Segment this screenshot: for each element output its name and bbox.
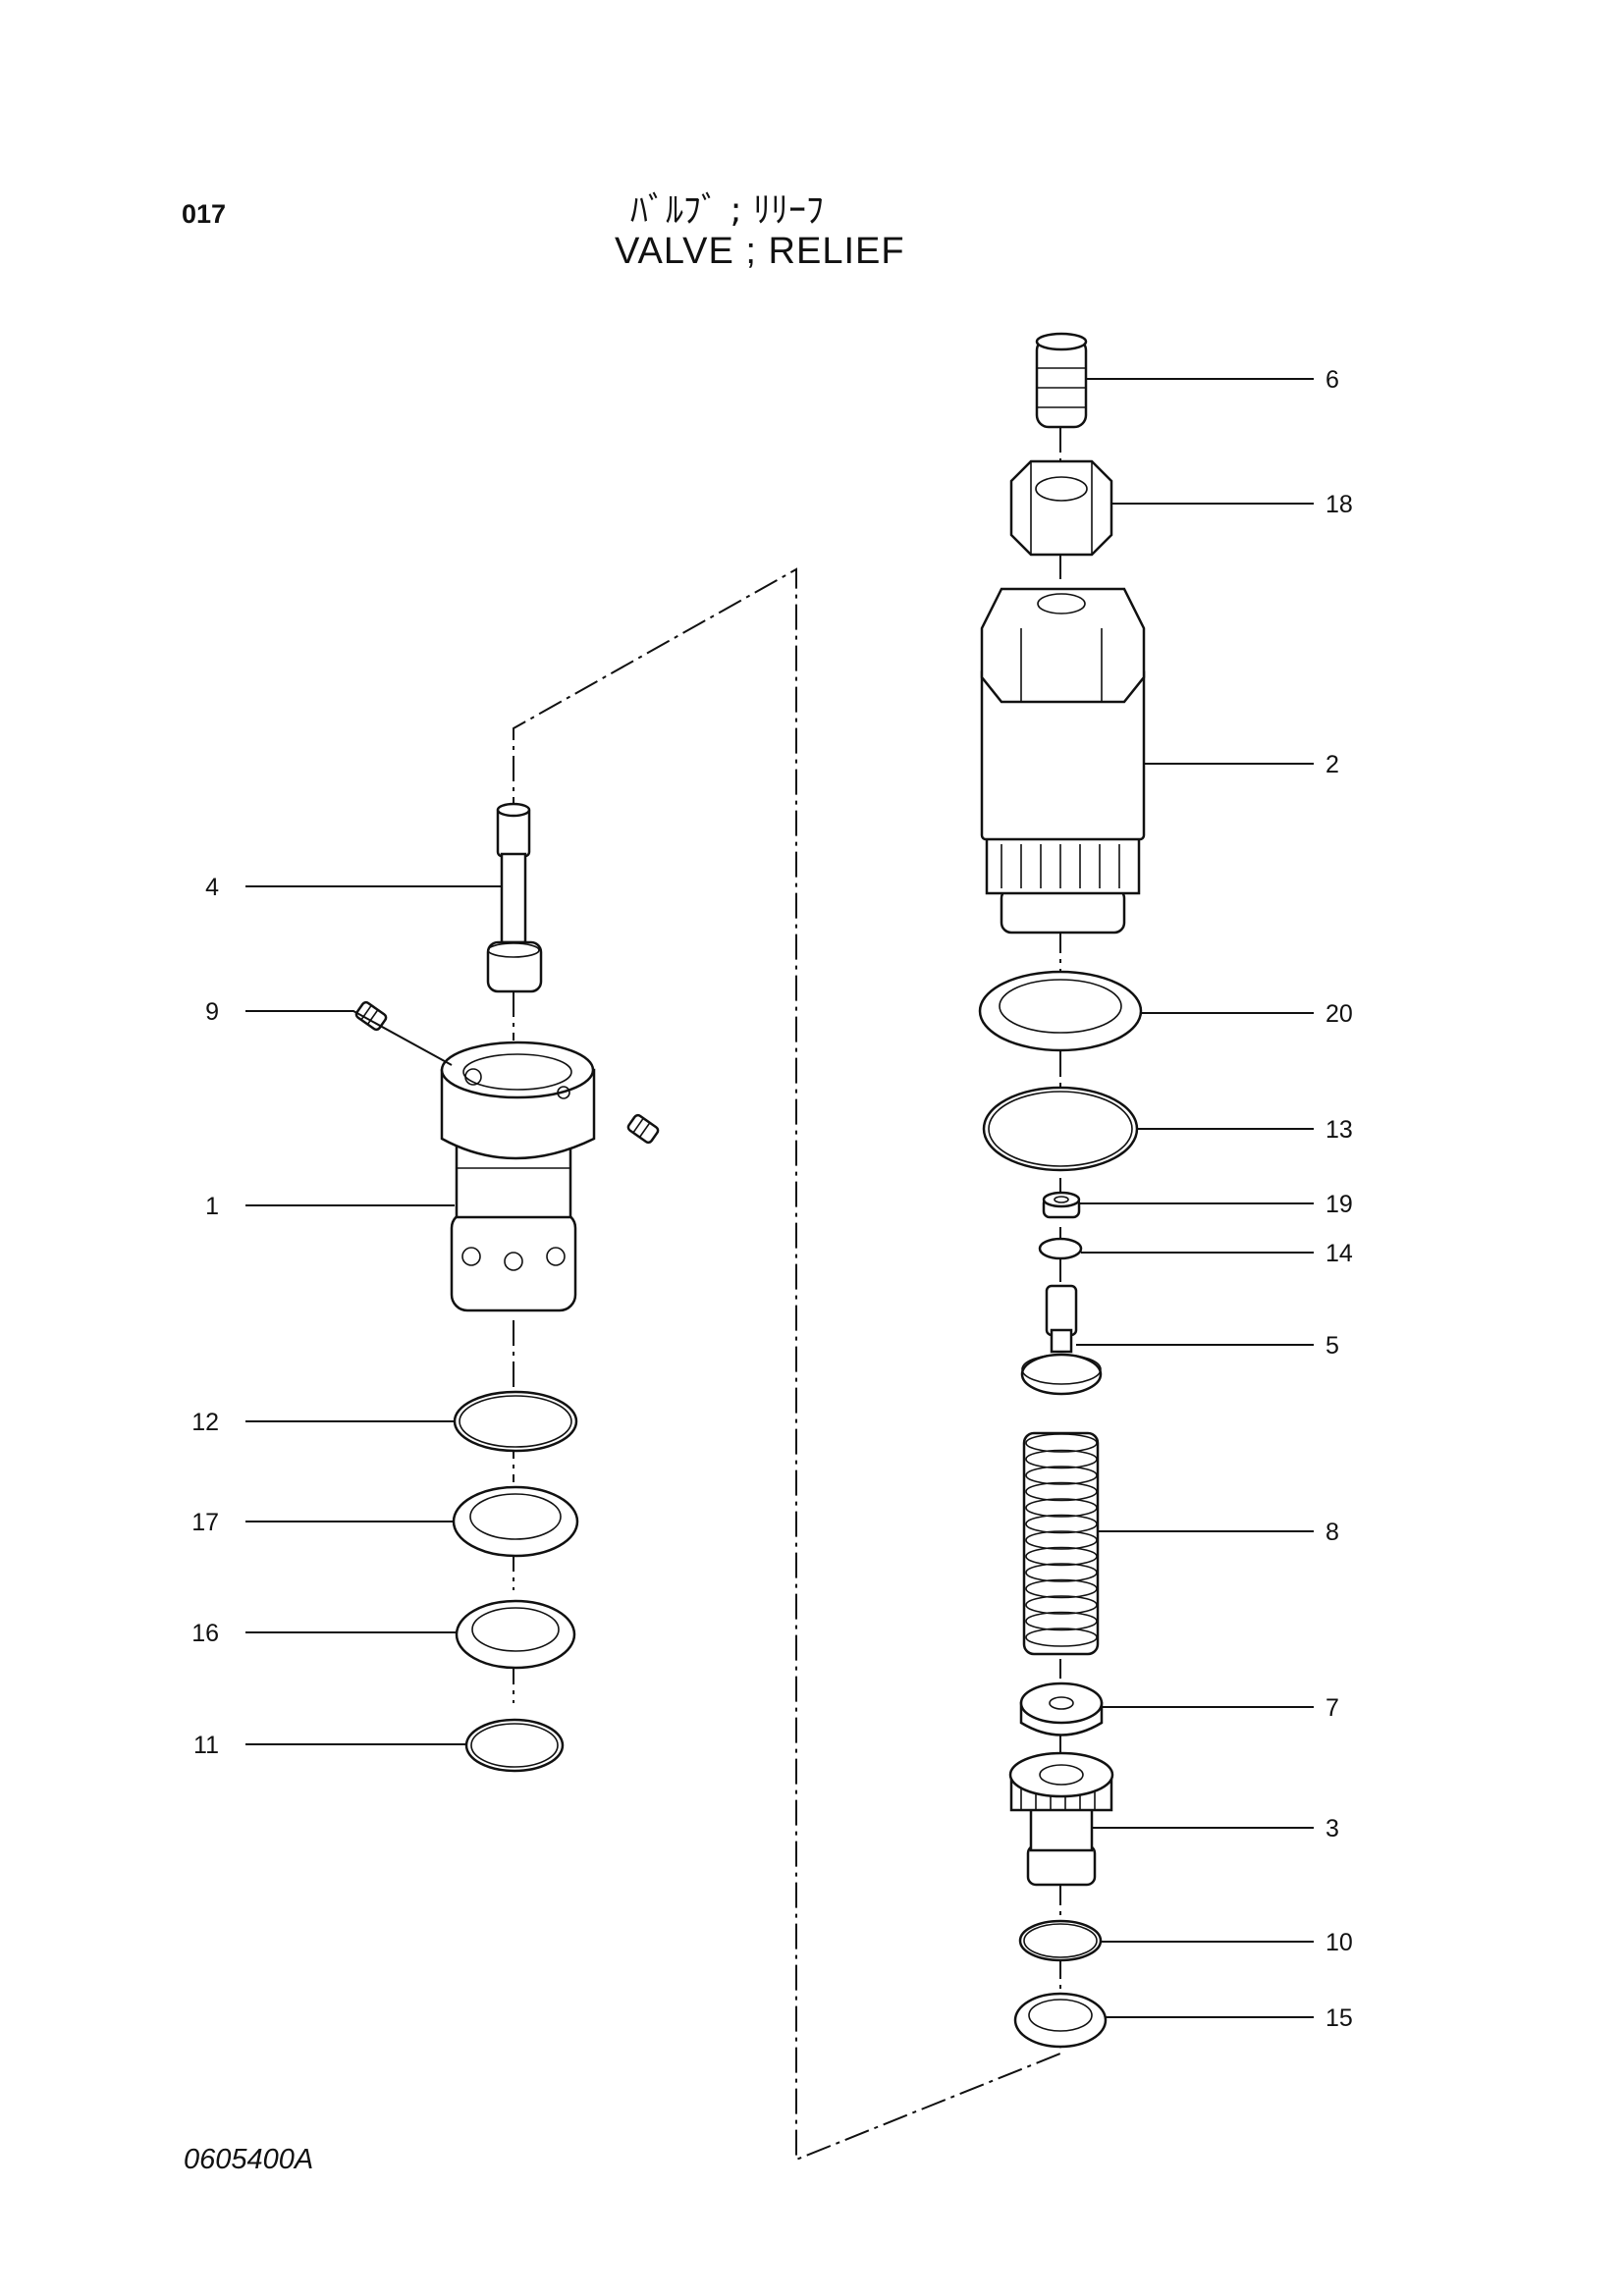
- spring-coil: [1025, 1578, 1098, 1599]
- part-17-backup-ring: [452, 1485, 579, 1558]
- part-16-backup-ring: [455, 1599, 576, 1670]
- part-14-o-ring: [1038, 1237, 1083, 1260]
- callout-label-19: 19: [1325, 1191, 1353, 1218]
- callout-label-1: 1: [205, 1193, 219, 1220]
- spring-coil: [1025, 1595, 1098, 1615]
- callout-label-6: 6: [1325, 366, 1339, 394]
- callout-label-2: 2: [1325, 751, 1339, 778]
- callout-label-20: 20: [1325, 1000, 1353, 1028]
- callout-label-10: 10: [1325, 1929, 1353, 1956]
- callout-label-3: 3: [1325, 1815, 1339, 1842]
- part-15-backup-ring: [1013, 1992, 1108, 2049]
- leader-line-9: [245, 1010, 453, 1066]
- part-7-spring-seat: [1019, 1682, 1104, 1736]
- part-18-hex-nut: [1009, 459, 1113, 557]
- part-9-plug-screws: [354, 1000, 660, 1145]
- part-13-o-ring: [982, 1086, 1139, 1172]
- spring-coil: [1025, 1563, 1098, 1582]
- spring-coil: [1025, 1481, 1098, 1502]
- part-5-poppet: [1020, 1284, 1103, 1396]
- callout-label-18: 18: [1325, 491, 1353, 518]
- callout-label-15: 15: [1325, 2004, 1353, 2032]
- spring-coil: [1025, 1449, 1098, 1469]
- drawing-number: 0605400A: [184, 2144, 314, 2175]
- part-19-washer: [1042, 1191, 1081, 1219]
- callout-label-9: 9: [205, 998, 219, 1026]
- callout-label-5: 5: [1325, 1332, 1339, 1360]
- part-1-valve-body: [440, 1041, 596, 1312]
- spring-coil: [1025, 1530, 1098, 1550]
- spring-coil: [1025, 1514, 1098, 1534]
- spring-coil: [1025, 1628, 1098, 1647]
- title-english: VALVE ; RELIEF: [615, 231, 905, 272]
- part-3-adjuster-plug: [1008, 1751, 1114, 1887]
- callout-label-8: 8: [1325, 1519, 1339, 1546]
- assembly-center-lines: [513, 427, 1061, 2162]
- callout-label-13: 13: [1325, 1116, 1353, 1144]
- spring-coil: [1025, 1611, 1098, 1631]
- part-20-backup-ring: [978, 970, 1143, 1052]
- callout-label-17: 17: [191, 1509, 219, 1536]
- callout-label-16: 16: [191, 1620, 219, 1647]
- title-japanese: ﾊﾞﾙﾌﾞ ; ﾘﾘｰﾌ: [630, 190, 825, 231]
- spring-coil: [1025, 1466, 1098, 1485]
- part-2-valve-housing: [980, 587, 1146, 934]
- callout-label-14: 14: [1325, 1240, 1353, 1267]
- part-6-set-screw: [1035, 332, 1088, 429]
- spring-coil: [1025, 1433, 1098, 1453]
- callout-label-4: 4: [205, 874, 219, 901]
- part-12-o-ring: [453, 1390, 578, 1453]
- spring-coil: [1025, 1546, 1098, 1567]
- page-number: 017: [182, 199, 227, 229]
- spring-coil: [1025, 1498, 1098, 1518]
- callout-label-7: 7: [1325, 1694, 1339, 1722]
- part-11-o-ring: [464, 1718, 565, 1773]
- callout-label-12: 12: [191, 1409, 219, 1436]
- callout-label-11: 11: [193, 1732, 219, 1759]
- part-10-o-ring: [1018, 1919, 1103, 1962]
- part-8-coil-spring: [1022, 1431, 1100, 1656]
- part-4-poppet-stem: [486, 802, 543, 993]
